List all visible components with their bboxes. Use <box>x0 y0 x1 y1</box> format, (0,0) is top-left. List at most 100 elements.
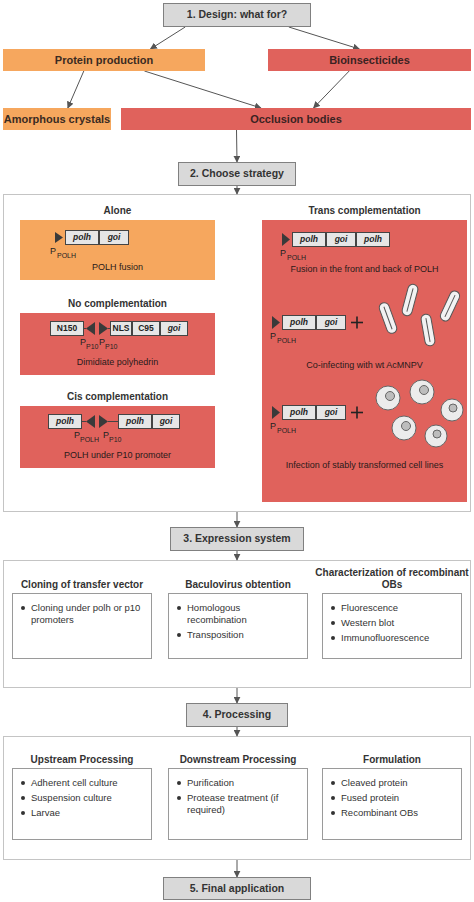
category-box: No complementationDimidiate polyhedrinN1… <box>20 313 215 375</box>
item-text: Adherent cell culture <box>31 777 118 789</box>
box-label: N150 <box>57 324 77 333</box>
bullet-dot <box>331 636 335 640</box>
box-label: polh <box>290 318 308 327</box>
category-box: Trans complementationFusion in the front… <box>262 220 467 502</box>
bullet-dot <box>21 781 25 785</box>
box-label: Bioinsecticides <box>329 54 410 66</box>
bullet-list: PurificationProtease treatment (if requi… <box>177 777 301 819</box>
box-label: polh <box>126 417 144 426</box>
detail-box: Downstream ProcessingPurificationProteas… <box>168 768 308 840</box>
box-heading: Trans complementation <box>252 205 474 217</box>
flow-arrow <box>150 27 185 49</box>
box-label: polh <box>290 408 308 417</box>
promoter-label: P <box>270 422 276 431</box>
item-text: Purification <box>187 777 234 789</box>
bullet-dot <box>177 606 181 610</box>
bullet-item: Suspension culture <box>21 792 145 804</box>
box-heading: Downstream Processing <box>159 754 317 766</box>
connector-line <box>314 71 350 108</box>
item-text: Protease treatment (if required) <box>187 792 301 816</box>
connector-line <box>237 551 238 560</box>
bullet-item: Cleaved protein <box>331 777 455 789</box>
subscript-label: POLH <box>287 254 306 261</box>
category-box: AlonePOLH fusionpolhgoi <box>20 220 215 280</box>
step-box: 5. Final application <box>163 877 311 900</box>
detail-box: Cloning of transfer vectorCloning under … <box>12 593 152 659</box>
bullet-dot <box>177 633 181 637</box>
bullet-item: Purification <box>177 777 301 789</box>
step-box: 3. Expression system <box>170 527 304 551</box>
bullet-dot <box>21 606 25 610</box>
step-box: 2. Choose strategy <box>178 162 296 186</box>
gene-segment: goi <box>316 405 346 420</box>
step-box: 1. Design: what for? <box>163 3 311 27</box>
flow-arrow <box>144 71 261 108</box>
box-label: goi <box>325 318 338 327</box>
connector-line <box>237 512 238 527</box>
gene-segment: goi <box>316 315 346 330</box>
detail-box: FormulationCleaved proteinFused proteinR… <box>322 768 462 840</box>
connector-line <box>237 860 238 877</box>
item-text: Suspension culture <box>31 792 112 804</box>
subscript-label: POLH <box>277 427 296 434</box>
connector-line <box>237 688 238 703</box>
subscript-label: P10 <box>109 436 121 443</box>
box-label: 3. Expression system <box>183 533 290 545</box>
step-box: 4. Processing <box>186 703 288 727</box>
bullet-item: Protease treatment (if required) <box>177 792 301 816</box>
gene-segment: NLS <box>110 321 132 336</box>
connector-line <box>289 27 360 49</box>
bullet-dot <box>21 811 25 815</box>
promoter-label: P <box>99 338 105 347</box>
category-box: Amorphous crystals <box>3 108 111 130</box>
box-heading: Alone <box>10 205 225 217</box>
box-label: polh <box>300 235 318 244</box>
box-label: Occlusion bodies <box>250 113 342 125</box>
box-label: polh <box>364 235 382 244</box>
bullet-list: Cloning under polh or p10 promoters <box>21 602 145 629</box>
gene-segment: C95 <box>132 321 160 336</box>
item-text: Larvae <box>31 807 60 819</box>
subscript-label: POLH <box>80 436 99 443</box>
gene-segment: goi <box>160 321 188 336</box>
item-text: Immunofluorescence <box>341 632 429 644</box>
bullet-list: Adherent cell cultureSuspension cultureL… <box>21 777 145 822</box>
category-box: Bioinsecticides <box>268 49 471 71</box>
flow-arrow <box>314 71 350 108</box>
box-heading: Upstream Processing <box>3 754 161 766</box>
flow-arrow <box>236 130 238 162</box>
item-text: Transposition <box>187 629 244 641</box>
subscript-label: P10 <box>105 343 117 350</box>
flow-arrow <box>68 71 84 108</box>
bullet-item: Transposition <box>177 629 301 641</box>
bullet-dot <box>21 796 25 800</box>
box-caption: POLH under P10 promoter <box>24 450 211 461</box>
gene-segment: N150 <box>50 321 84 336</box>
gene-segment: goi <box>326 232 356 247</box>
promoter-label: P <box>74 431 80 440</box>
detail-box: Characterization of recombinant OBsFluor… <box>322 593 462 659</box>
item-text: Cloning under polh or p10 promoters <box>31 602 145 626</box>
gene-segment: goi <box>152 414 180 429</box>
bullet-item: Immunofluorescence <box>331 632 455 644</box>
bullet-item: Fused protein <box>331 792 455 804</box>
box-label: polh <box>73 233 91 242</box>
gene-segment: goi <box>99 230 129 245</box>
bullet-item: Recombinant OBs <box>331 807 455 819</box>
box-label: Amorphous crystals <box>4 113 110 125</box>
bullet-item: Homologous recombination <box>177 602 301 626</box>
box-label: polh <box>56 417 74 426</box>
box-caption: Co-infecting with wt AcMNPV <box>266 360 463 371</box>
bullet-list: Cleaved proteinFused proteinRecombinant … <box>331 777 455 822</box>
flow-arrow <box>289 27 360 49</box>
promoter-label: P <box>280 249 286 258</box>
gene-segment: polh <box>118 414 152 429</box>
box-label: 5. Final application <box>190 883 285 895</box>
box-label: goi <box>325 408 338 417</box>
bullet-dot <box>331 811 335 815</box>
box-heading: Characterization of recombinant OBs <box>313 567 471 591</box>
item-text: Cleaved protein <box>341 777 408 789</box>
box-heading: Formulation <box>313 754 471 766</box>
flow-arrow <box>237 186 238 527</box>
box-label: C95 <box>138 324 154 333</box>
